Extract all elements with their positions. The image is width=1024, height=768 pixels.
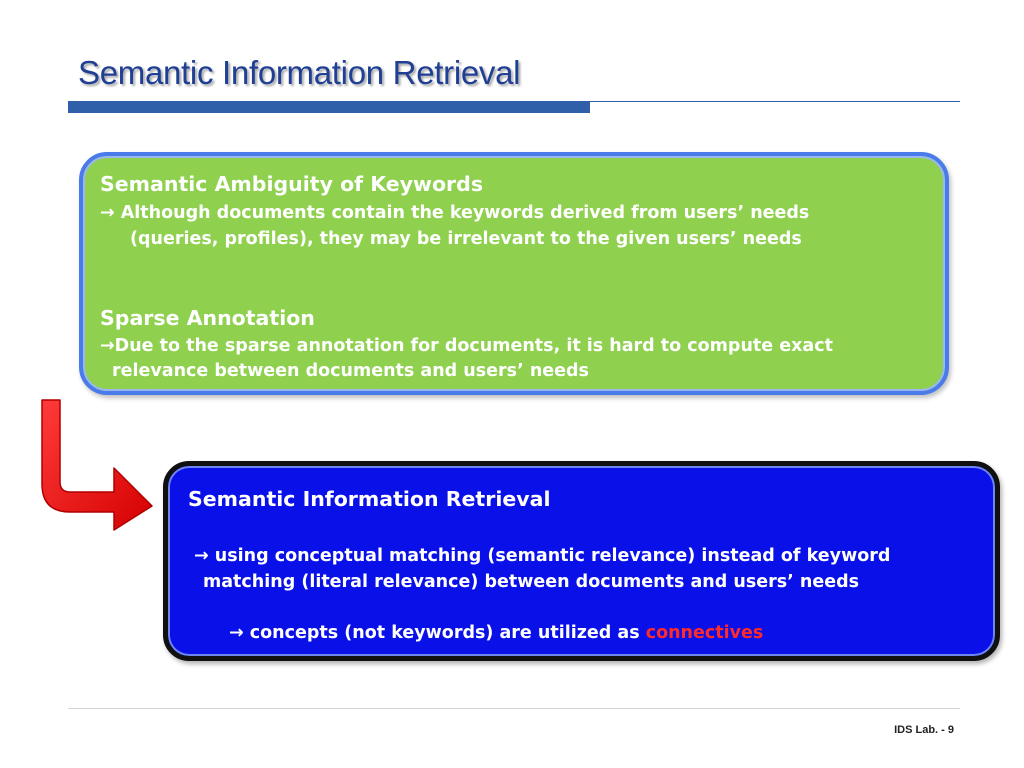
title-underline-bar (68, 101, 590, 113)
solution-heading: Semantic Information Retrieval (188, 487, 551, 511)
solution-line-3: → concepts (not keywords) are utilized a… (229, 623, 763, 643)
problem-ambiguity-line-1: → Although documents contain the keyword… (100, 203, 810, 223)
problem-heading-ambiguity: Semantic Ambiguity of Keywords (100, 172, 484, 196)
connectives-highlight: connectives (645, 623, 764, 643)
problem-heading-sparse: Sparse Annotation (100, 306, 315, 330)
solution-box: Semantic Information Retrieval → using c… (163, 461, 1000, 661)
solution-line-2: matching (literal relevance) between doc… (203, 572, 860, 592)
problem-box: Semantic Ambiguity of Keywords → Althoug… (79, 152, 949, 395)
solution-line-3-text: → concepts (not keywords) are utilized a… (229, 623, 646, 643)
problem-sparse-line-2: relevance between documents and users’ n… (112, 361, 589, 381)
problem-ambiguity-line-2: (queries, profiles), they may be irrelev… (130, 229, 802, 249)
red-down-right-arrow-icon (41, 399, 153, 531)
slide-title: Semantic Information Retrieval (78, 54, 521, 91)
footer-divider (68, 708, 960, 709)
solution-line-1: → using conceptual matching (semantic re… (194, 546, 891, 566)
title-underline-rule (590, 101, 960, 102)
footer-page-label: IDS Lab. - 9 (894, 724, 954, 736)
problem-sparse-line-1: →Due to the sparse annotation for docume… (100, 336, 833, 356)
